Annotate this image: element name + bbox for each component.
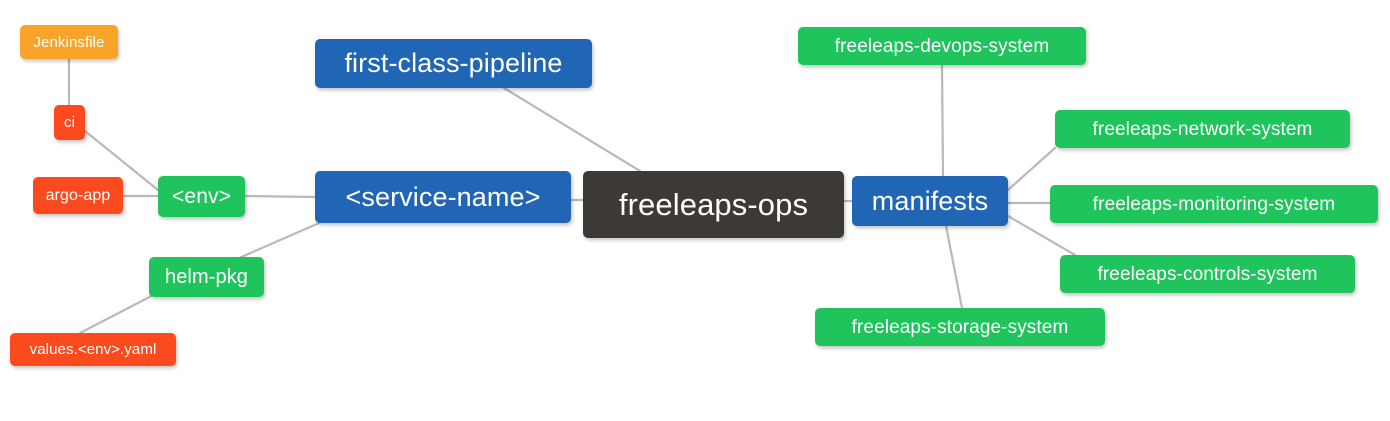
mindmap-node-label-env: <env>	[172, 185, 231, 208]
mindmap-node-label-freeleaps-devops-system: freeleaps-devops-system	[834, 35, 1050, 57]
mindmap-node-values-yaml[interactable]: values.<env>.yaml	[10, 333, 176, 366]
mindmap-node-first-class-pipeline[interactable]: first-class-pipeline	[315, 39, 592, 88]
mindmap-node-freeleaps-monitoring-system[interactable]: freeleaps-monitoring-system	[1050, 185, 1378, 223]
mindmap-node-freeleaps-ops[interactable]: freeleaps-ops	[583, 171, 844, 238]
edge-env-to-service-name	[243, 194, 317, 199]
mindmap-node-argo-app[interactable]: argo-app	[33, 177, 123, 214]
mindmap-node-label-service-name: <service-name>	[345, 181, 541, 212]
mindmap-node-label-ci: ci	[63, 114, 76, 131]
edge-manifests-to-freeleaps-network-system	[1006, 146, 1057, 192]
mindmap-node-label-freeleaps-network-system: freeleaps-network-system	[1092, 118, 1313, 140]
mindmap-node-helm-pkg[interactable]: helm-pkg	[149, 257, 264, 297]
edge-manifests-to-freeleaps-storage-system	[944, 224, 964, 310]
mindmap-node-label-freeleaps-storage-system: freeleaps-storage-system	[851, 316, 1069, 338]
mindmap-node-jenkinsfile[interactable]: Jenkinsfile	[20, 25, 118, 59]
mindmap-node-service-name[interactable]: <service-name>	[315, 171, 571, 223]
mindmap-node-label-freeleaps-ops: freeleaps-ops	[618, 187, 809, 222]
mindmap-node-freeleaps-network-system[interactable]: freeleaps-network-system	[1055, 110, 1350, 148]
mindmap-node-label-manifests: manifests	[871, 185, 989, 216]
mindmap-node-label-freeleaps-monitoring-system: freeleaps-monitoring-system	[1092, 193, 1336, 215]
mindmap-node-manifests[interactable]: manifests	[852, 176, 1008, 226]
edge-first-class-pipeline-to-freeleaps-ops	[502, 86, 642, 173]
mindmap-node-label-argo-app: argo-app	[45, 186, 111, 204]
mindmap-node-freeleaps-devops-system[interactable]: freeleaps-devops-system	[798, 27, 1086, 65]
mindmap-node-freeleaps-controls-system[interactable]: freeleaps-controls-system	[1060, 255, 1355, 293]
mindmap-node-env[interactable]: <env>	[158, 176, 245, 217]
mindmap-node-label-helm-pkg: helm-pkg	[164, 266, 249, 288]
mindmap-node-freeleaps-storage-system[interactable]: freeleaps-storage-system	[815, 308, 1105, 346]
edge-manifests-to-freeleaps-devops-system	[940, 63, 945, 178]
edge-helm-pkg-to-values-yaml	[78, 288, 165, 335]
mindmap-node-label-values-yaml: values.<env>.yaml	[29, 341, 157, 358]
mindmap-node-label-first-class-pipeline: first-class-pipeline	[344, 48, 563, 78]
mindmap-node-label-freeleaps-controls-system: freeleaps-controls-system	[1097, 263, 1318, 285]
mindmap-node-ci[interactable]: ci	[54, 105, 85, 140]
mindmap-node-label-jenkinsfile: Jenkinsfile	[33, 33, 105, 51]
